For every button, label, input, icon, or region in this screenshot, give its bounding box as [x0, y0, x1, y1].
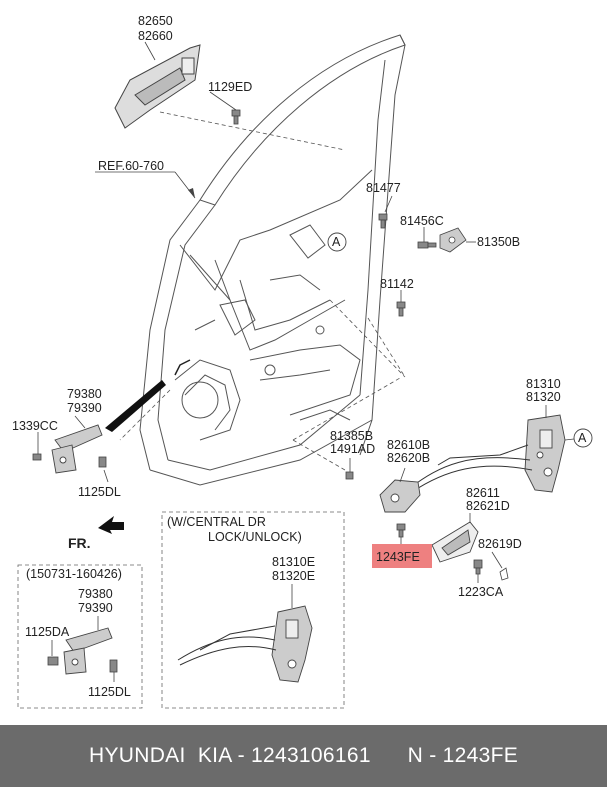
latch-cables-central — [177, 625, 277, 666]
clip-81385b — [345, 471, 354, 480]
latch-cables — [409, 444, 533, 493]
label-81142: 81142 — [380, 277, 414, 291]
footer-brand-part-number: HYUNDAI KIA - 1243106161 — [88, 744, 371, 767]
label-81456c: 81456C — [400, 214, 444, 228]
striker-81350b — [439, 227, 467, 253]
label-79380-inset: 79380 — [78, 587, 113, 601]
front-arrow — [98, 516, 124, 534]
door-latch-81310e — [271, 605, 313, 683]
label-1243fe: 1243FE — [376, 550, 420, 564]
door-cable — [174, 359, 191, 376]
label-81477: 81477 — [366, 181, 401, 195]
door-latch-81310 — [524, 414, 566, 493]
label-82611: 82611 — [466, 486, 500, 500]
bolt-1125dl-inset — [109, 659, 118, 673]
label-1125dl-left: 1125DL — [78, 485, 121, 499]
footer-spacer — [371, 744, 408, 768]
footer-part-code: N - 1243FE — [407, 744, 519, 767]
door-frame — [139, 34, 406, 486]
callout-a-top-letter: A — [332, 235, 341, 249]
label-82650: 82650 — [138, 14, 173, 28]
inset-central-title-line1: (W/CENTRAL DR — [167, 515, 266, 529]
label-79390-inset: 79390 — [78, 601, 113, 615]
screw-1223ca — [473, 559, 483, 575]
inside-handle-part — [114, 44, 201, 129]
label-1125dl-inset: 1125DL — [88, 685, 131, 699]
bolt-1125da — [47, 656, 59, 666]
bolt-81477 — [378, 213, 388, 229]
label-81310: 81310 — [526, 377, 561, 391]
label-1491ad: 1491AD — [330, 442, 375, 456]
label-81310e: 81310E — [272, 555, 315, 569]
door-checker-inset — [63, 627, 113, 675]
pointer-arrow — [105, 380, 166, 432]
label-1129ed: 1129ED — [208, 80, 252, 94]
callout-circle-a-right — [573, 428, 593, 448]
label-79380-left: 79380 — [67, 387, 102, 401]
outside-handle-82611 — [431, 521, 479, 563]
highlight-box-1243fe — [372, 544, 432, 568]
label-82621d: 82621D — [466, 499, 510, 513]
inset-central-lock — [161, 511, 345, 709]
handle-base-82610b — [379, 479, 421, 513]
label-fr: FR. — [68, 535, 91, 551]
label-ref: REF.60-760 — [98, 159, 164, 173]
label-1125da: 1125DA — [25, 625, 70, 639]
label-82620b: 82620B — [387, 451, 430, 465]
label-1339cc: 1339CC — [12, 419, 58, 433]
label-date-range: (150731-160426) — [26, 567, 122, 581]
bolt-1129ed — [231, 109, 241, 125]
label-82619d: 82619D — [478, 537, 522, 551]
label-82610b: 82610B — [387, 438, 430, 452]
parts-diagram: 82650 82660 1129ED REF.60-760 81477 8145… — [12, 14, 593, 709]
callout-circle-a-top — [327, 232, 347, 252]
inset-date-range — [17, 564, 143, 709]
label-81350b: 81350B — [477, 235, 520, 249]
inset-central-title-line2: LOCK/UNLOCK) — [208, 530, 302, 544]
door-checker-left — [51, 424, 103, 474]
label-82660: 82660 — [138, 29, 173, 43]
cap-82619d — [499, 567, 509, 581]
bolt-81142 — [396, 301, 406, 317]
bolt-1339cc — [32, 453, 42, 461]
bolt-1243fe — [396, 523, 406, 538]
dashed-reference-lines — [119, 111, 406, 471]
label-1223ca: 1223CA — [458, 585, 504, 599]
footer-bar: HYUNDAI KIA - 1243106161 N - 1243FE — [0, 725, 607, 787]
label-81320e: 81320E — [272, 569, 315, 583]
bolt-1125dl-left — [98, 456, 107, 468]
label-81320: 81320 — [526, 390, 561, 404]
callout-a-right-letter: A — [578, 431, 587, 445]
label-81385b: 81385B — [330, 429, 373, 443]
bolt-81456c — [417, 241, 437, 249]
label-79390-left: 79390 — [67, 401, 102, 415]
